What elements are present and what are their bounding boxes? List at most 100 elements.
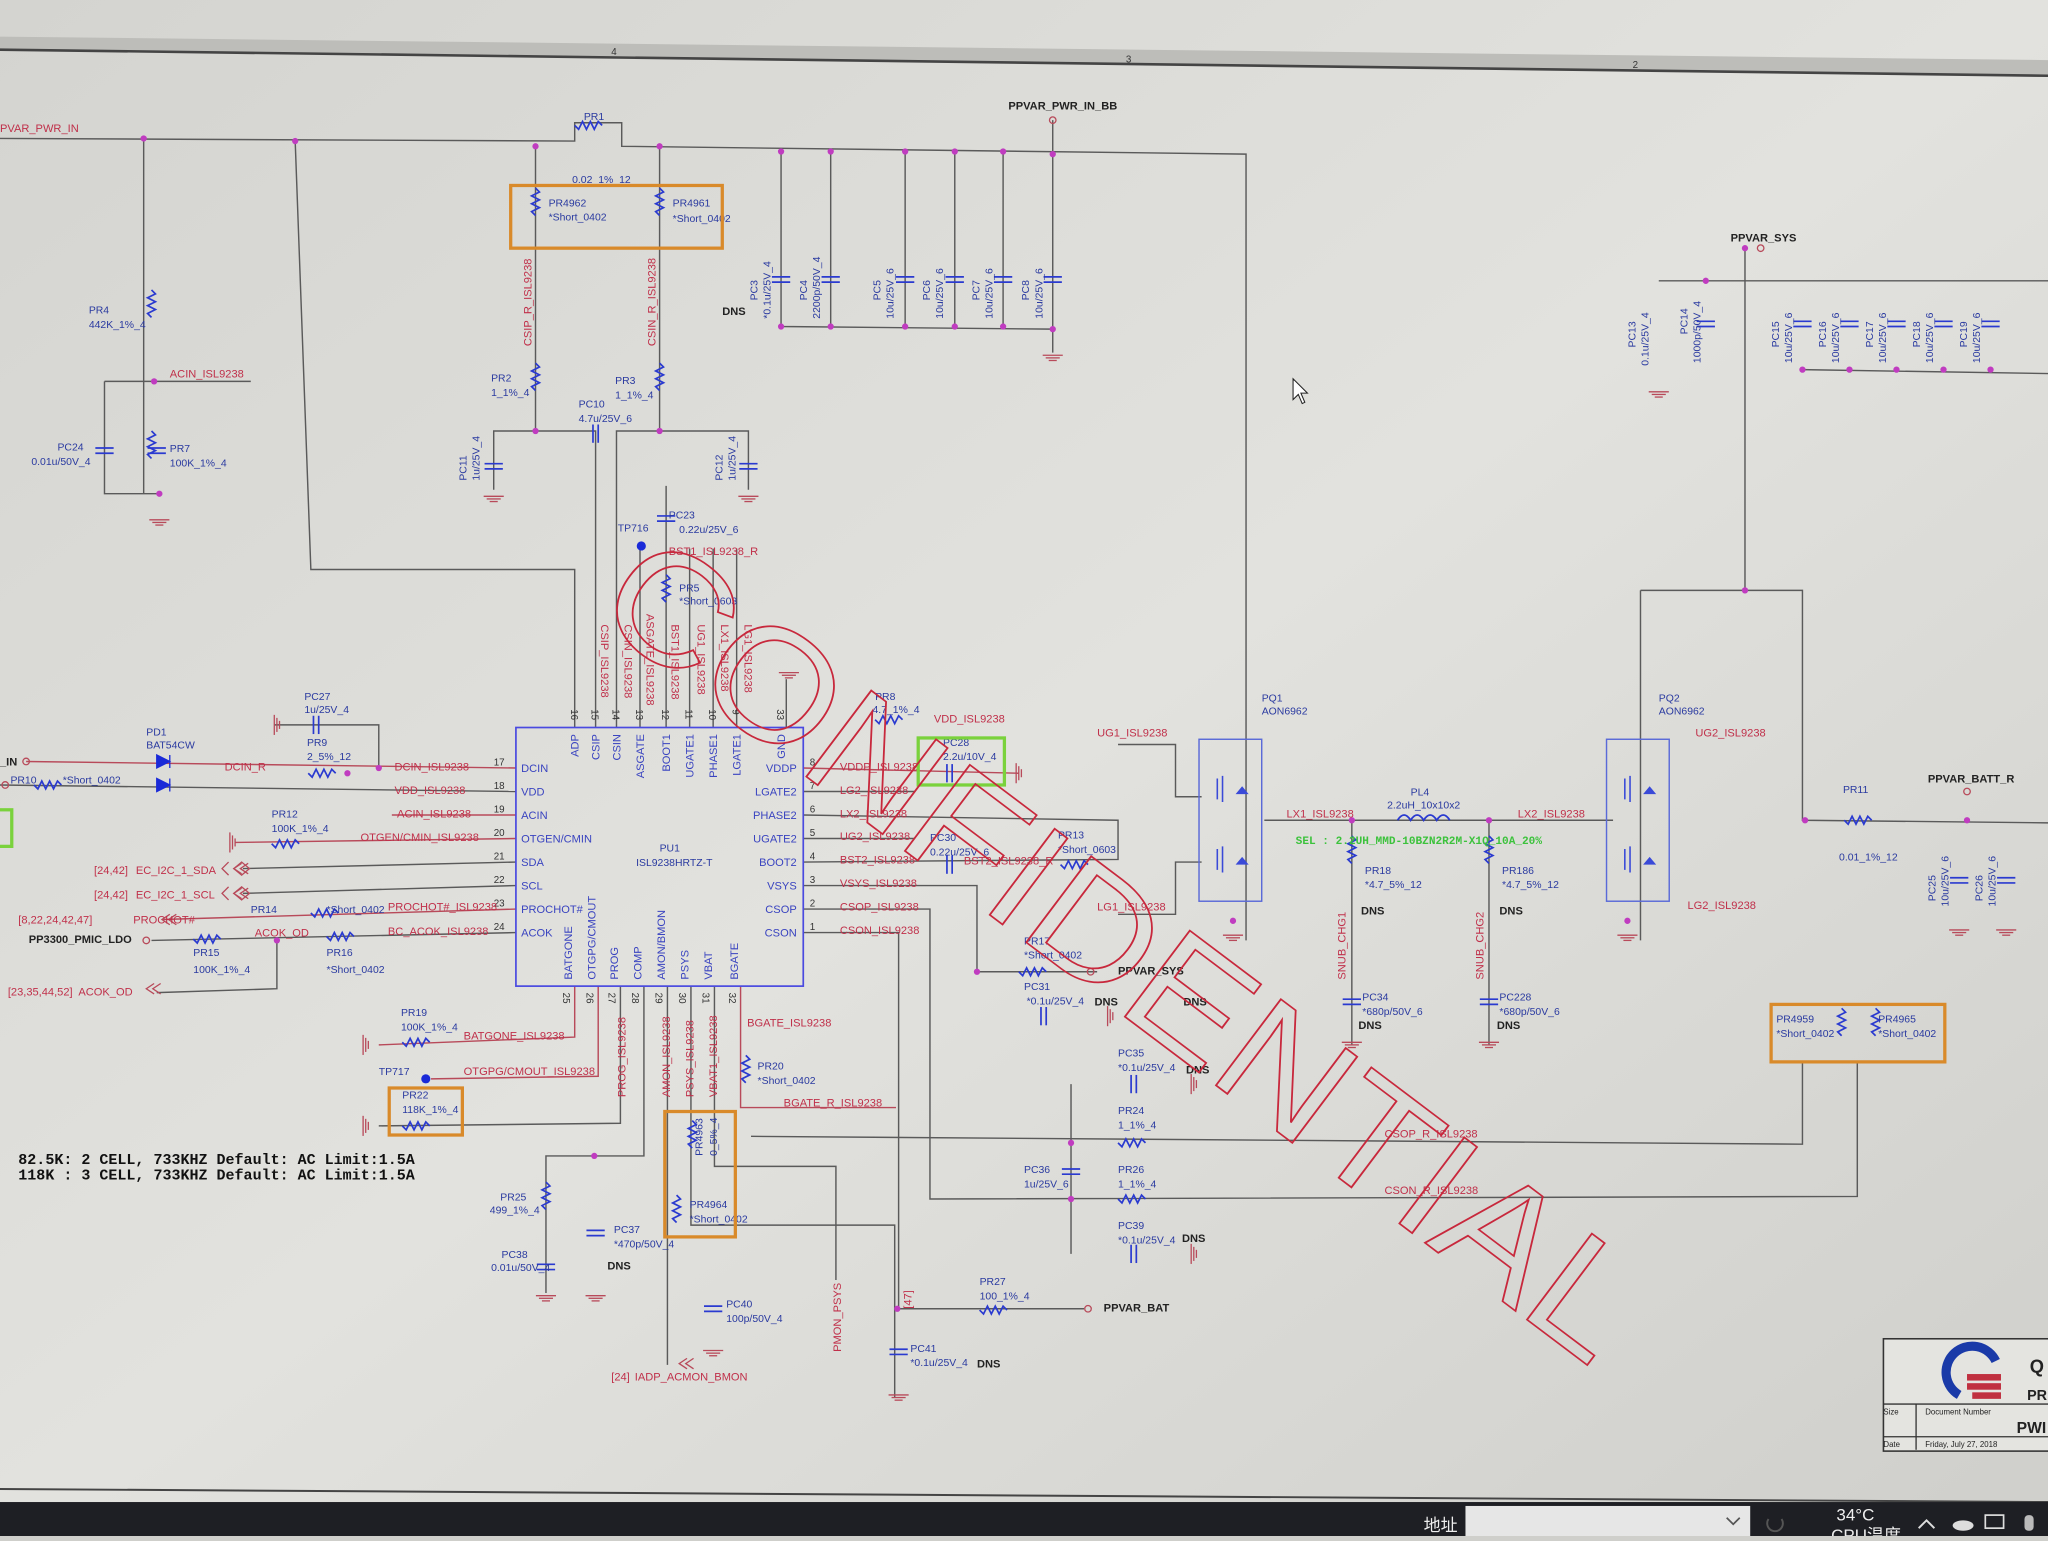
- pc14-ref[interactable]: PC14: [1680, 308, 1691, 334]
- address-dropdown-chevron-icon[interactable]: [1726, 1517, 1741, 1526]
- pin-name-amon-bmon[interactable]: AMON/BMON: [656, 910, 668, 980]
- pr186-ref[interactable]: PR186: [1502, 866, 1534, 877]
- pc23-ref[interactable]: PC23: [669, 511, 695, 522]
- pin-name-cson[interactable]: CSON: [765, 927, 797, 939]
- pin-name-acok[interactable]: ACOK: [521, 927, 553, 939]
- pin-name-csop[interactable]: CSOP: [765, 904, 796, 916]
- pc17-ref[interactable]: PC17: [1865, 321, 1876, 347]
- pin-name-vsys[interactable]: VSYS: [767, 880, 797, 892]
- pr12-ref[interactable]: PR12: [272, 810, 298, 821]
- pc39-ref[interactable]: PC39: [1118, 1221, 1144, 1232]
- pc40-ref[interactable]: PC40: [726, 1299, 752, 1310]
- pc19-ref[interactable]: PC19: [1959, 321, 1970, 347]
- pin-name-comp[interactable]: COMP: [632, 946, 644, 979]
- pc13-ref[interactable]: PC13: [1627, 321, 1638, 347]
- pr4959-ref[interactable]: PR4959: [1776, 1015, 1814, 1026]
- pc27-ref[interactable]: PC27: [304, 692, 330, 703]
- pr20-ref[interactable]: PR20: [758, 1062, 784, 1073]
- pc11-ref[interactable]: PC11: [458, 455, 469, 481]
- pr4-ref[interactable]: PR4: [89, 305, 109, 316]
- pin-name-lgate1[interactable]: LGATE1: [732, 734, 744, 776]
- pc30-ref[interactable]: PC30: [930, 833, 956, 844]
- pc31-ref[interactable]: PC31: [1024, 982, 1050, 993]
- pr3-ref[interactable]: PR3: [615, 376, 635, 387]
- pin-name-gnd[interactable]: GND: [776, 734, 788, 759]
- pr4964-ref[interactable]: PR4964: [690, 1200, 728, 1211]
- pin-name-otgen-cmin[interactable]: OTGEN/CMIN: [521, 833, 592, 845]
- tp717-ref[interactable]: TP717: [379, 1067, 410, 1078]
- pr1-ref[interactable]: PR1: [584, 112, 604, 123]
- pr2-ref[interactable]: PR2: [491, 373, 511, 384]
- pin-name-ugate2[interactable]: UGATE2: [753, 833, 797, 845]
- pin-name-boot2[interactable]: BOOT2: [759, 857, 797, 869]
- pc16-ref[interactable]: PC16: [1818, 321, 1829, 347]
- pc36-ref[interactable]: PC36: [1024, 1165, 1050, 1176]
- pr17-ref[interactable]: PR17: [1024, 936, 1050, 947]
- pr18-ref[interactable]: PR18: [1365, 866, 1391, 877]
- pr24-ref[interactable]: PR24: [1118, 1106, 1144, 1117]
- pc26-ref[interactable]: PC26: [1975, 875, 1986, 901]
- pr4962-ref[interactable]: PR4962: [549, 198, 587, 209]
- pr11-ref[interactable]: PR11: [1843, 785, 1869, 796]
- pr9-ref[interactable]: PR9: [307, 738, 327, 749]
- pr26-ref[interactable]: PR26: [1118, 1165, 1144, 1176]
- pin-name-dcin[interactable]: DCIN: [521, 763, 548, 775]
- pc228-ref[interactable]: PC228: [1499, 992, 1531, 1003]
- pr13-ref[interactable]: PR13: [1058, 831, 1084, 842]
- pin-name-ugate1[interactable]: UGATE1: [685, 734, 697, 778]
- ic-pu1-body[interactable]: [515, 726, 805, 987]
- pc35-ref[interactable]: PC35: [1118, 1049, 1144, 1060]
- pc6-ref[interactable]: PC6: [922, 280, 933, 300]
- pin-name-boot1[interactable]: BOOT1: [661, 734, 673, 772]
- pc12-ref[interactable]: PC12: [714, 454, 725, 480]
- pr25-ref[interactable]: PR25: [500, 1192, 526, 1203]
- pr4965-ref[interactable]: PR4965: [1878, 1015, 1916, 1026]
- pc38-ref[interactable]: PC38: [502, 1250, 528, 1261]
- pq2-ref[interactable]: PQ2: [1659, 693, 1680, 704]
- pc8-ref[interactable]: PC8: [1021, 280, 1032, 300]
- pr15-ref[interactable]: PR15: [193, 948, 219, 959]
- pin-name-psys[interactable]: PSYS: [679, 950, 691, 980]
- network-icon[interactable]: [1984, 1514, 2005, 1530]
- pin-name-vddp[interactable]: VDDP: [766, 763, 797, 775]
- refresh-icon[interactable]: [1766, 1518, 1784, 1533]
- pr19-ref[interactable]: PR19: [401, 1008, 427, 1019]
- mosfet-pq1-symbol[interactable]: [1198, 738, 1263, 902]
- pc4-ref[interactable]: PC4: [799, 280, 810, 300]
- pin-name-asgate[interactable]: ASGATE: [635, 734, 647, 778]
- test-point-icon[interactable]: [421, 1074, 431, 1084]
- pc24-ref[interactable]: PC24: [57, 443, 83, 454]
- pin-name-sda[interactable]: SDA: [521, 857, 544, 869]
- pc37-ref[interactable]: PC37: [614, 1225, 640, 1236]
- pl4-ref[interactable]: PL4: [1411, 787, 1430, 798]
- pc15-ref[interactable]: PC15: [1771, 321, 1782, 347]
- pin-name-lgate2[interactable]: LGATE2: [755, 786, 797, 798]
- pin-name-adp[interactable]: ADP: [570, 734, 582, 757]
- pc41-ref[interactable]: PC41: [910, 1344, 936, 1355]
- pc34-ref[interactable]: PC34: [1362, 992, 1388, 1003]
- pin-name-prog[interactable]: PROG: [609, 947, 621, 980]
- pin-name-phase1[interactable]: PHASE1: [708, 734, 720, 778]
- pr4961-ref[interactable]: PR4961: [673, 198, 711, 209]
- pr22-ref[interactable]: PR22: [402, 1090, 428, 1101]
- pr27-ref[interactable]: PR27: [980, 1277, 1006, 1288]
- pin-name-phase2[interactable]: PHASE2: [753, 810, 797, 822]
- pin-name-scl[interactable]: SCL: [521, 880, 543, 892]
- pin-name-vdd[interactable]: VDD: [521, 786, 544, 798]
- pc7-ref[interactable]: PC7: [972, 280, 983, 300]
- pr4963-ref[interactable]: PR4963: [695, 1118, 706, 1156]
- pin-name-otgpg-cmout[interactable]: OTGPG/CMOUT: [587, 896, 599, 980]
- pr10-ref[interactable]: PR10: [10, 776, 36, 787]
- pin-name-csin[interactable]: CSIN: [611, 734, 623, 761]
- pr14-ref[interactable]: PR14: [251, 905, 277, 916]
- tp716-ref[interactable]: TP716: [618, 524, 649, 535]
- pc5-ref[interactable]: PC5: [872, 280, 883, 300]
- address-input[interactable]: [1465, 1505, 1751, 1536]
- pc25-ref[interactable]: PC25: [1928, 875, 1939, 901]
- pr7-ref[interactable]: PR7: [170, 444, 190, 455]
- pin-name-batgone[interactable]: BATGONE: [563, 926, 575, 979]
- pq1-ref[interactable]: PQ1: [1262, 693, 1283, 704]
- pin-name-prochot-[interactable]: PROCHOT#: [521, 904, 583, 916]
- pin-name-bgate[interactable]: BGATE: [729, 943, 741, 980]
- pc3-ref[interactable]: PC3: [750, 280, 761, 300]
